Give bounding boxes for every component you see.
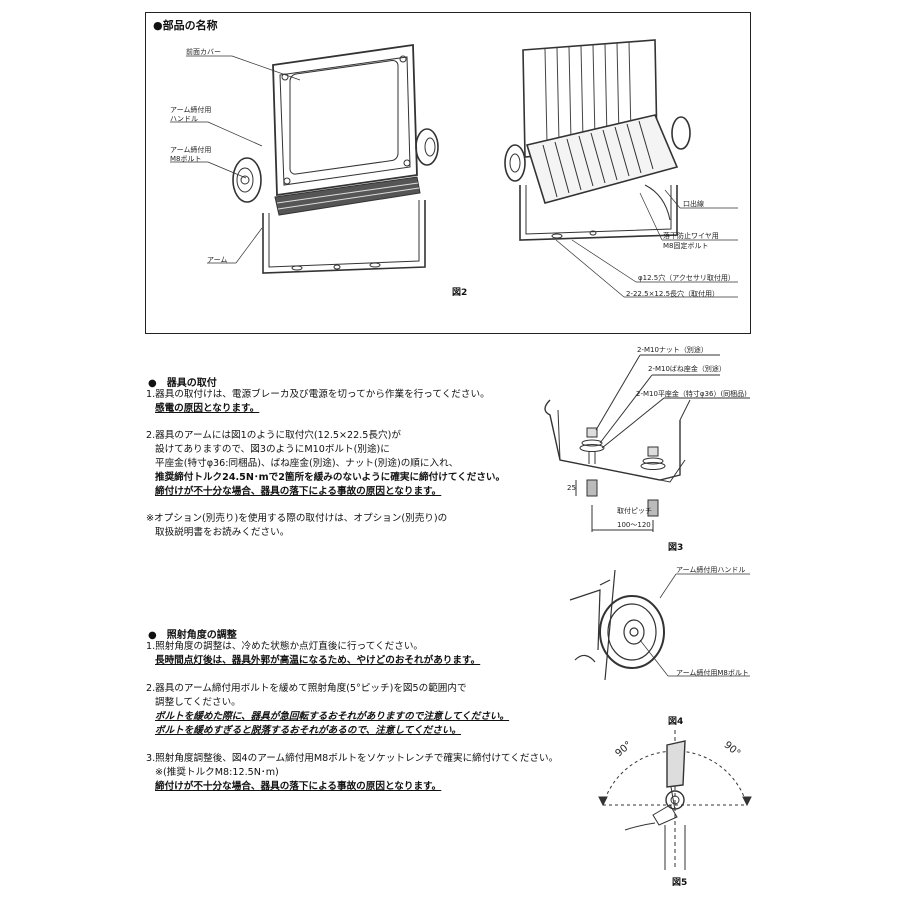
- angle-line-2: 長時間点灯後は、器具外郭が高温になるため、やけどのおそれがあります。: [155, 655, 481, 666]
- fig3-label-flat-washer: 2-M10平座金（特寸φ36）(同梱品): [636, 390, 747, 398]
- mounting-line-7: 締付けが不十分な場合、器具の落下による事故の原因となります。: [155, 486, 442, 497]
- parts-figure-box: [145, 12, 751, 334]
- label-arm-handle-line2: ハンドル: [170, 115, 198, 123]
- figure-3-label: 図3: [668, 543, 684, 553]
- mounting-line-2: 感電の原因となります。: [155, 403, 260, 414]
- label-arm-handle-line1: アーム締付用: [170, 106, 212, 114]
- figure-5-label: 図5: [672, 878, 688, 888]
- mounting-line-1: 1.器具の取付けは、電源ブレーカ及び電源を切ってから作業を行ってください。: [146, 389, 490, 400]
- label-hole-mount: 2-22.5×12.5長穴（取付用）: [626, 290, 720, 298]
- label-front-cover: 前面カバー: [186, 48, 221, 56]
- fig3-pitch-line1: 取付ピッチ: [617, 507, 652, 515]
- label-cable-exit: 口出線: [683, 200, 704, 208]
- angle-line-6: ボルトを緩めすぎると脱落するおそれがあるので、注意してください。: [155, 725, 462, 736]
- mounting-line-5: 平座金(特寸φ36:同梱品)、ばね座金(別途)、ナット(別途)の順に入れ、: [155, 458, 459, 469]
- fig3-label-nut: 2-M10ナット（別途）: [637, 346, 708, 354]
- mounting-heading: ● 器具の取付: [148, 378, 217, 389]
- fixture-front-drawing: [225, 35, 455, 285]
- fig5-angle-drawing: [595, 725, 765, 870]
- angle-line-7: 3.照射角度調整後、図4のアーム締付用M8ボルトをソケットレンチで確実に締付けて…: [146, 753, 559, 764]
- fig4-label-bolt: アーム締付用M8ボルト: [676, 669, 749, 677]
- figure-4-label: 図4: [668, 717, 684, 727]
- label-hole-accessory: φ12.5穴（アクセサリ取付用）: [638, 274, 735, 282]
- mounting-line-8: ※オプション(別売り)を使用する際の取付けは、オプション(別売り)の: [146, 513, 448, 524]
- figure-2-label: 図2: [452, 288, 468, 298]
- mounting-line-4: 設けてありますので、図3のようにM10ボルト(別途)に: [155, 444, 390, 455]
- fig3-mounting-drawing: [540, 340, 770, 540]
- mounting-line-3: 2.器具のアームには図1のように取付穴(12.5×22.5長穴)が: [146, 430, 401, 441]
- leader-lines-left: [0, 0, 900, 340]
- label-arm: アーム: [207, 256, 228, 264]
- angle-line-8: ※(推奨トルクM8:12.5N･m): [155, 767, 279, 778]
- fig4-label-handle: アーム締付用ハンドル: [676, 566, 746, 574]
- angle-heading: ● 照射角度の調整: [148, 630, 237, 641]
- label-arm-bolt-line1: アーム締付用: [170, 146, 212, 154]
- label-fall-wire-line1: 落下防止ワイヤ用: [663, 232, 719, 240]
- angle-line-5: ボルトを緩めた際に、器具が急回転するおそれがありますので注意してください。: [155, 711, 510, 722]
- fig3-dim-25: 25: [567, 484, 576, 492]
- angle-line-9: 締付けが不十分な場合、器具の落下による事故の原因となります。: [155, 781, 442, 792]
- fig4-knob-drawing: [570, 570, 690, 700]
- mounting-line-9: 取扱説明書をお読みください。: [155, 527, 290, 538]
- angle-line-4: 調整してください。: [155, 697, 241, 708]
- label-arm-bolt-line2: M8ボルト: [170, 155, 202, 163]
- fixture-rear-drawing: [495, 35, 695, 255]
- angle-line-3: 2.器具のアーム締付用ボルトを緩めて照射角度(5°ピッチ)を図5の範囲内で: [146, 683, 467, 694]
- fig3-label-spring-washer: 2-M10ばね座金（別途）: [648, 365, 726, 373]
- angle-line-1: 1.照射角度の調整は、冷めた状態か点灯直後に行ってください。: [146, 641, 424, 652]
- fig3-pitch-line2: 100～120: [617, 521, 651, 529]
- label-fall-wire-line2: M8固定ボルト: [663, 242, 709, 250]
- leader-lines-right: [0, 0, 900, 340]
- mounting-line-6: 推奨締付トルク24.5N･mで2箇所を緩みのないように確実に締付けてください。: [155, 472, 506, 483]
- parts-section-title: ●部品の名称: [153, 19, 218, 32]
